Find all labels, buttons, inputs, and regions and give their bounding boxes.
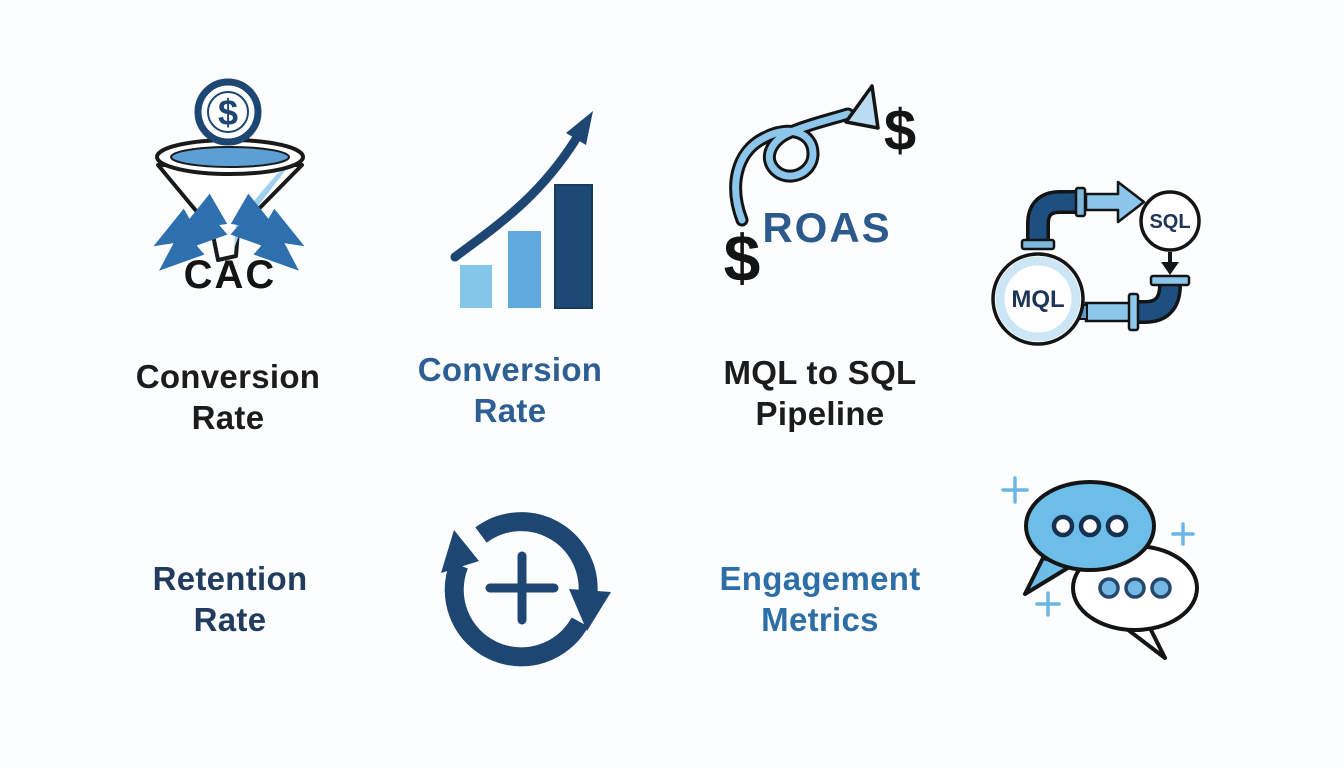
flange-top-circle [1020,238,1056,251]
sql-label: SQL [1149,211,1190,233]
bar-medium [508,231,541,308]
pipe-elbow-bottom-fill [1136,284,1179,321]
cycle-arrow-head-left [441,530,479,573]
cac-funnel-icon: $ CAC [153,78,305,297]
dollar-coin-inner [207,91,249,133]
swirl-arrow-fill [732,110,852,224]
flange-bottom-pipe [1127,292,1140,332]
label-line: Metrics [761,601,879,638]
label-line: Rate [191,399,265,436]
roas-label: ROAS [762,204,891,251]
label-conversion-rate-black: Conversion Rate [118,356,338,438]
label-line: Retention [152,560,308,597]
plus-icon [485,551,559,625]
mql-circle-ring [995,256,1081,342]
mql-sql-pipeline-icon: MQL SQL [991,180,1201,346]
label-line: Engagement [719,560,921,597]
funnel-cone [156,163,304,262]
label-retention-rate: Retention Rate [120,558,340,640]
white-bubble-dots [1098,577,1172,599]
swirl-arrow-head [844,84,880,130]
label-line: Conversion [135,358,321,395]
dollar-sign-right: $ [884,98,916,163]
spread-arrows-icon [153,193,305,271]
label-line: Pipeline [755,395,885,432]
sql-down-arrow-head [1161,262,1179,275]
sql-circle [1139,190,1201,252]
pipe-elbow-top-fill [1029,193,1078,246]
label-line: Conversion [417,351,603,388]
bar-tall [554,184,593,309]
growth-arrow-head [566,111,593,145]
blue-bubble-dots [1051,514,1129,538]
mql-circle [991,252,1085,346]
roas-icon: $ $ ROAS [724,84,916,285]
label-engagement-metrics: Engagement Metrics [695,558,945,640]
retention-cycle-icon [441,512,611,667]
pipeline-flow-arrow [1084,180,1146,224]
sparkle-icons [1001,476,1195,617]
flange-bottom-sql [1149,274,1191,287]
growth-arrow-curve [450,134,581,262]
coin-dollar-symbol: $ [218,92,238,133]
chat-bubbles-icon [1001,476,1199,660]
label-line: Rate [473,392,547,429]
cycle-arc-bottom [444,561,589,667]
funnel-liquid [170,146,290,168]
label-mql-to-sql-pipeline: MQL to SQL Pipeline [695,352,945,434]
cycle-arc-top [475,512,598,594]
growth-bar-chart-icon [450,111,593,309]
flange-top-arrow [1074,186,1087,218]
pipe-straight [1084,301,1132,323]
label-line: MQL to SQL [723,354,917,391]
cycle-arrow-head-right [569,589,611,631]
label-conversion-rate-blue: Conversion Rate [400,349,620,431]
mql-label: MQL [1011,286,1064,313]
bar-small [460,265,492,308]
dollar-sign-left: $ [724,221,761,285]
cac-caption: CAC [184,253,277,297]
label-line: Rate [193,601,267,638]
